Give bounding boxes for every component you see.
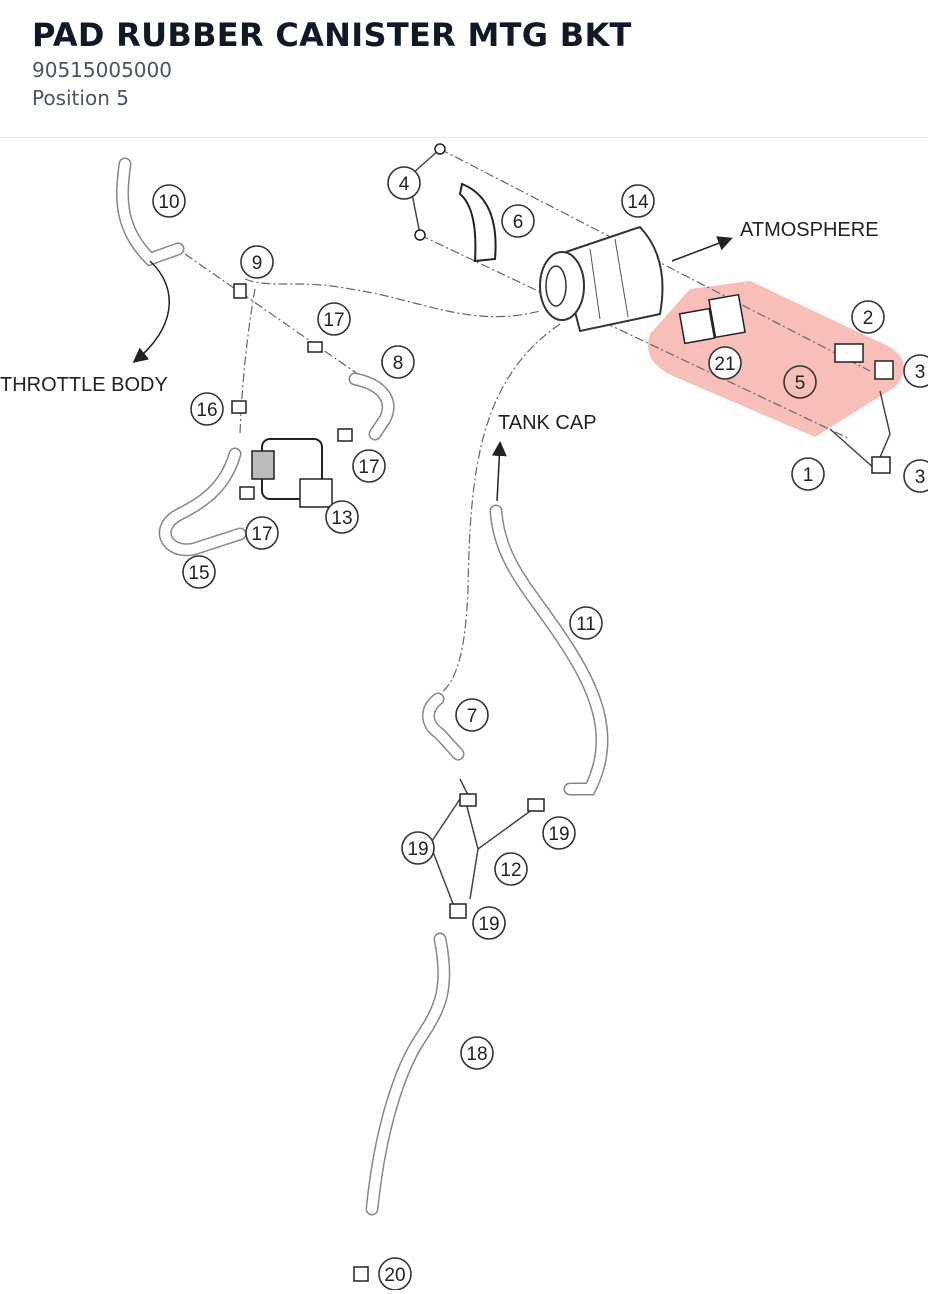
callout-15[interactable]: 15 (182, 555, 216, 589)
callout-8[interactable]: 8 (381, 345, 415, 379)
callout-number: 13 (331, 508, 352, 529)
callout-circle (542, 816, 576, 850)
throttle-body-label: THROTTLE BODY (0, 374, 168, 396)
callout-number: 18 (466, 1044, 487, 1065)
callout-circle (851, 300, 885, 334)
part-header: PAD RUBBER CANISTER MTG BKT 90515005000 … (0, 0, 928, 138)
callout-circle (903, 354, 928, 388)
valve-13 (251, 438, 333, 508)
callout-circle (708, 346, 742, 380)
callout-6[interactable]: 6 (501, 204, 535, 238)
callout-5[interactable]: 5 (783, 365, 817, 399)
callout-19[interactable]: 19 (542, 816, 576, 850)
connector-lines (411, 148, 891, 910)
callout-circle (190, 392, 224, 426)
callout-circle (317, 302, 351, 336)
callout-circle (240, 245, 274, 279)
callout-number: 12 (500, 860, 521, 881)
callout-4[interactable]: 4 (387, 166, 421, 200)
callout-number: 4 (399, 174, 410, 195)
callout-circle (245, 516, 279, 550)
callout-21[interactable]: 21 (708, 346, 742, 380)
callout-number: 3 (915, 362, 926, 383)
callout-circle (387, 166, 421, 200)
callout-number: 17 (251, 524, 272, 545)
callout-circle (182, 555, 216, 589)
direction-arrows (132, 236, 733, 502)
callout-17[interactable]: 17 (245, 516, 279, 550)
callout-19[interactable]: 19 (472, 906, 506, 940)
callout-number: 3 (915, 467, 926, 488)
callout-12[interactable]: 12 (494, 852, 528, 886)
callout-11[interactable]: 11 (569, 606, 603, 640)
callout-number: 7 (467, 706, 478, 727)
callout-number: 16 (196, 400, 217, 421)
callout-number: 5 (795, 373, 806, 394)
callout-number: 21 (714, 354, 735, 375)
callout-3[interactable]: 3 (903, 459, 928, 493)
callout-17[interactable]: 17 (317, 302, 351, 336)
callout-circle (494, 852, 528, 886)
callout-circle (791, 457, 825, 491)
callout-7[interactable]: 7 (455, 698, 489, 732)
part-number: 90515005000 (32, 58, 172, 82)
routing-lines (184, 148, 871, 695)
callout-3[interactable]: 3 (903, 354, 928, 388)
callout-circle (460, 1036, 494, 1070)
callout-circle (455, 698, 489, 732)
callout-13[interactable]: 13 (325, 500, 359, 534)
callout-circle (621, 184, 655, 218)
callout-1[interactable]: 1 (791, 457, 825, 491)
callout-14[interactable]: 14 (621, 184, 655, 218)
callout-circle (501, 204, 535, 238)
callout-9[interactable]: 9 (240, 245, 274, 279)
callout-circle (783, 365, 817, 399)
tank-cap-label: TANK CAP (498, 412, 597, 434)
callout-number: 15 (188, 563, 209, 584)
exploded-diagram[interactable]: THROTTLE BODY ATMOSPHERE TANK CAP 10 9 4 6 1… (0, 139, 928, 1291)
callout-circle (569, 606, 603, 640)
clamps (231, 143, 894, 1282)
callout-circle (472, 906, 506, 940)
callout-number: 1 (803, 465, 814, 486)
callout-circle (903, 459, 928, 493)
callout-number: 14 (627, 192, 649, 213)
diagram-svg: THROTTLE BODY ATMOSPHERE TANK CAP 10 9 4 6 1… (0, 143, 928, 1291)
callout-2[interactable]: 2 (851, 300, 885, 334)
callout-16[interactable]: 16 (190, 392, 224, 426)
part-title: PAD RUBBER CANISTER MTG BKT (32, 16, 632, 54)
callout-number: 19 (478, 914, 499, 935)
callout-number: 19 (548, 824, 569, 845)
callout-number: 17 (358, 457, 379, 478)
callout-number: 11 (576, 614, 596, 635)
canister-14 (539, 225, 664, 333)
clip-6 (458, 182, 497, 263)
callout-number: 8 (393, 353, 404, 374)
callout-19[interactable]: 19 (401, 831, 435, 865)
callout-17[interactable]: 17 (352, 449, 386, 483)
callout-20[interactable]: 20 (378, 1257, 412, 1291)
callout-number: 19 (407, 839, 428, 860)
callout-number: 2 (863, 308, 874, 329)
callout-number: 10 (158, 192, 179, 213)
callout-number: 6 (513, 212, 524, 233)
hoses (116, 157, 609, 1216)
callout-18[interactable]: 18 (460, 1036, 494, 1070)
callout-number: 17 (323, 310, 344, 331)
callout-circle (381, 345, 415, 379)
callout-circle (325, 500, 359, 534)
callout-circle (401, 831, 435, 865)
callout-number: 20 (384, 1265, 405, 1286)
atmosphere-label: ATMOSPHERE (740, 219, 879, 241)
part-position: Position 5 (32, 86, 129, 110)
callout-number: 9 (252, 253, 263, 274)
callout-circle (152, 184, 186, 218)
callout-10[interactable]: 10 (152, 184, 186, 218)
callout-circle (352, 449, 386, 483)
